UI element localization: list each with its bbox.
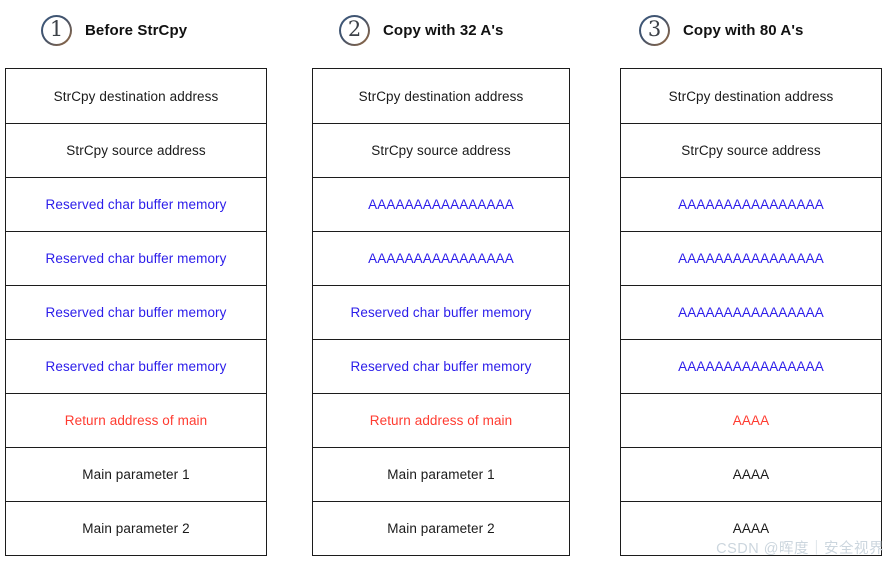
stack-memory-cell: AAAAAAAAAAAAAAAA <box>313 231 569 285</box>
csdn-watermark: CSDN @晖度｜安全视界 <box>716 541 884 557</box>
stack-memory-table: StrCpy destination address StrCpy source… <box>312 68 570 556</box>
stack-memory-cell: StrCpy source address <box>6 123 266 177</box>
circled-number-icon: 3 <box>639 14 670 46</box>
stack-memory-cell: Main parameter 2 <box>313 501 569 555</box>
stack-memory-cell: Reserved char buffer memory <box>6 177 266 231</box>
column-header: 1 Before StrCpy <box>5 11 267 49</box>
stack-memory-cell: Main parameter 2 <box>6 501 266 555</box>
circled-number-value: 2 <box>341 16 368 44</box>
stack-memory-cell: AAAA <box>621 501 881 555</box>
stack-memory-cell: StrCpy source address <box>313 123 569 177</box>
column-header: 2 Copy with 32 A's <box>312 11 570 49</box>
stack-memory-cell: StrCpy destination address <box>621 69 881 123</box>
stack-memory-cell: AAAAAAAAAAAAAAAA <box>313 177 569 231</box>
column-header: 3 Copy with 80 A's <box>620 11 882 49</box>
stack-memory-cell: AAAAAAAAAAAAAAAA <box>621 285 881 339</box>
stack-memory-cell: StrCpy source address <box>621 123 881 177</box>
stack-memory-cell: AAAAAAAAAAAAAAAA <box>621 231 881 285</box>
stack-memory-cell: AAAA <box>621 447 881 501</box>
stack-memory-cell: Reserved char buffer memory <box>6 285 266 339</box>
column-title: Copy with 80 A's <box>683 21 804 39</box>
stack-memory-cell: StrCpy destination address <box>313 69 569 123</box>
stack-memory-cell: Reserved char buffer memory <box>6 231 266 285</box>
stack-memory-cell: StrCpy destination address <box>6 69 266 123</box>
stack-memory-cell: AAAAAAAAAAAAAAAA <box>621 339 881 393</box>
column-title: Before StrCpy <box>85 21 188 39</box>
circled-number-value: 1 <box>43 16 70 44</box>
circled-number-value: 3 <box>641 16 668 44</box>
stack-memory-cell: AAAAAAAAAAAAAAAA <box>621 177 881 231</box>
stack-memory-cell: Reserved char buffer memory <box>6 339 266 393</box>
column-title: Copy with 32 A's <box>383 21 504 39</box>
stack-memory-cell: Main parameter 1 <box>313 447 569 501</box>
stack-memory-table: StrCpy destination address StrCpy source… <box>620 68 882 556</box>
stack-memory-cell: AAAA <box>621 393 881 447</box>
circled-number-icon: 2 <box>339 14 370 46</box>
stack-memory-table: StrCpy destination address StrCpy source… <box>5 68 267 556</box>
circled-number-icon: 1 <box>41 14 72 46</box>
stack-memory-cell: Return address of main <box>6 393 266 447</box>
stack-memory-cell: Reserved char buffer memory <box>313 339 569 393</box>
stack-memory-cell: Reserved char buffer memory <box>313 285 569 339</box>
stack-memory-cell: Return address of main <box>313 393 569 447</box>
stack-memory-cell: Main parameter 1 <box>6 447 266 501</box>
